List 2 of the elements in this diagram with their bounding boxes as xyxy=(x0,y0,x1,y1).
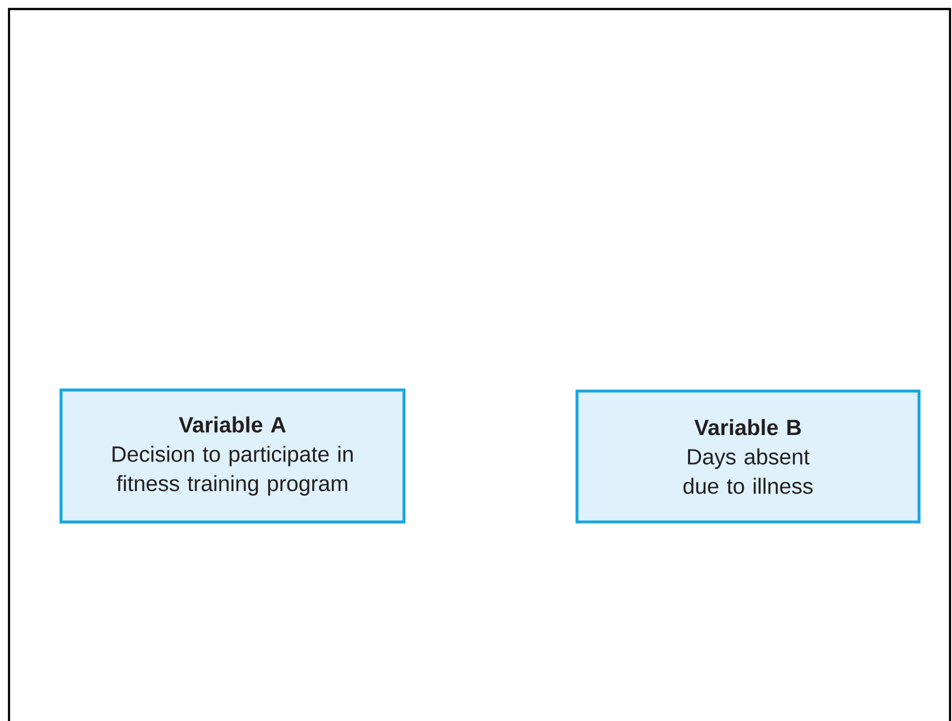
variable-box: Variable A Decision to participate in fitness training program xyxy=(60,388,406,524)
variable-box: Variable B Days absent due to illness xyxy=(576,390,920,524)
